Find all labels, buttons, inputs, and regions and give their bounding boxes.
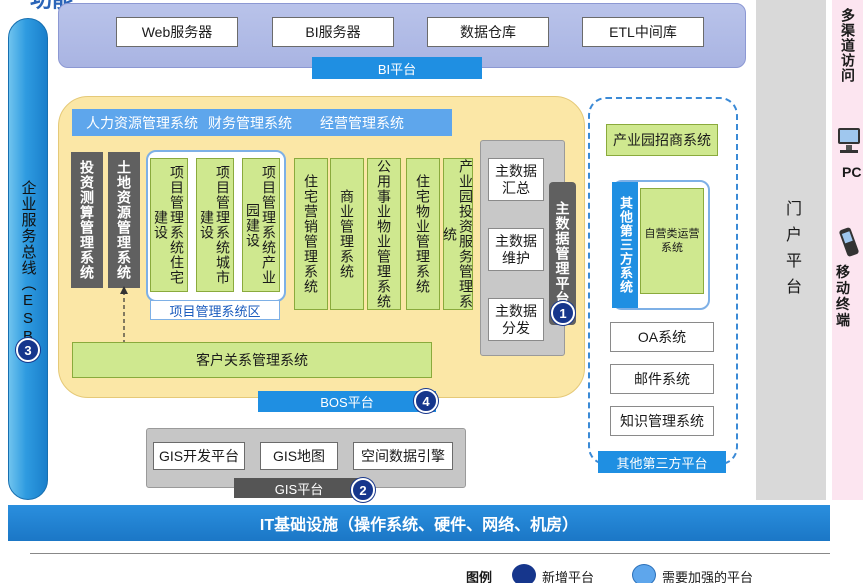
data-warehouse-box: 数据仓库 bbox=[427, 17, 549, 47]
spatial-data-engine-box: 空间数据引擎 bbox=[353, 442, 453, 470]
master-data-maintenance: 主数据维护 bbox=[488, 228, 544, 271]
residential-sales-system: 住宅营销管理系统 bbox=[294, 158, 328, 310]
esb-label: 企业服务总线（ESB） bbox=[19, 180, 37, 362]
master-data-platform-label: 主数据管理平台 bbox=[549, 182, 576, 325]
master-data-summary: 主数据汇总 bbox=[488, 158, 544, 201]
knowledge-mgmt-box: 知识管理系统 bbox=[610, 406, 714, 436]
hr-system-label: 人力资源管理系统 bbox=[86, 114, 198, 131]
residential-property-system: 住宅物业管理系统 bbox=[406, 158, 440, 310]
legend-new-platform-label: 新增平台 bbox=[542, 570, 595, 583]
bi-platform-label: BI平台 bbox=[312, 57, 482, 79]
park-recruitment-system: 产业园招商系统 bbox=[606, 124, 718, 156]
operations-system-label: 经营管理系统 bbox=[320, 114, 404, 131]
project-mgmt-industrial-park: 项目管理系统产业园建设 bbox=[242, 158, 280, 292]
project-mgmt-residential: 项目管理系统住宅建设 bbox=[150, 158, 188, 292]
third-party-platform-label: 其他第三方平台 bbox=[598, 451, 726, 473]
gis-dev-platform-box: GIS开发平台 bbox=[153, 442, 245, 470]
legend-enhanced-platform-swatch bbox=[632, 564, 656, 583]
gis-number-badge: 2 bbox=[351, 478, 375, 502]
gis-platform-label: GIS平台 bbox=[234, 478, 364, 498]
gis-map-box: GIS地图 bbox=[260, 442, 338, 470]
other-third-party-label: 其他第三方系统 bbox=[612, 182, 638, 308]
investment-calc-system: 投资测算管理系统 bbox=[71, 152, 103, 288]
esb-bus bbox=[8, 18, 48, 500]
etl-staging-box: ETL中间库 bbox=[582, 17, 704, 47]
portal-platform-column bbox=[756, 0, 826, 500]
management-systems-bar: 人力资源管理系统 财务管理系统 经营管理系统 bbox=[72, 109, 452, 136]
multichannel-access-label: 多渠道访问 bbox=[840, 8, 856, 83]
bi-server-box: BI服务器 bbox=[272, 17, 394, 47]
self-operated-system: 自营类运营系统 bbox=[640, 188, 704, 294]
project-area-label: 项目管理系统区 bbox=[150, 300, 280, 320]
project-mgmt-urban: 项目管理系统城市建设 bbox=[196, 158, 234, 292]
pc-icon bbox=[838, 128, 860, 153]
bos-number-badge: 4 bbox=[414, 389, 438, 413]
mobile-device-icon bbox=[839, 227, 859, 257]
divider-line bbox=[30, 553, 830, 554]
finance-system-label: 财务管理系统 bbox=[208, 114, 292, 131]
bos-platform-label: BOS平台 bbox=[258, 391, 436, 412]
page-title-fragment: 功能 bbox=[30, 0, 74, 12]
land-resource-system: 土地资源管理系统 bbox=[108, 152, 140, 288]
utility-property-system: 公用事业物业管理系统 bbox=[367, 158, 401, 310]
pc-label: PC bbox=[842, 164, 862, 180]
web-server-box: Web服务器 bbox=[116, 17, 238, 47]
mobile-terminal-label: 移动终端 bbox=[836, 264, 850, 328]
commercial-mgmt-system: 商业管理系统 bbox=[330, 158, 364, 310]
oa-system-box: OA系统 bbox=[610, 322, 714, 352]
legend-title: 图例 bbox=[466, 570, 493, 583]
legend-new-platform-swatch bbox=[512, 564, 536, 583]
park-investment-service-system: 产业园投资服务管理系统 bbox=[442, 158, 474, 310]
mail-system-box: 邮件系统 bbox=[610, 364, 714, 394]
portal-platform-label: 门户平台 bbox=[783, 200, 800, 304]
esb-number-badge: 3 bbox=[16, 338, 40, 362]
crm-system: 客户关系管理系统 bbox=[72, 342, 432, 378]
master-data-number-badge: 1 bbox=[551, 301, 575, 325]
master-data-distribution: 主数据分发 bbox=[488, 298, 544, 341]
legend-enhanced-platform-label: 需要加强的平台 bbox=[662, 570, 754, 583]
crm-link-arrow bbox=[120, 286, 128, 344]
it-infrastructure-bar: IT基础设施（操作系统、硬件、网络、机房） bbox=[8, 505, 830, 541]
